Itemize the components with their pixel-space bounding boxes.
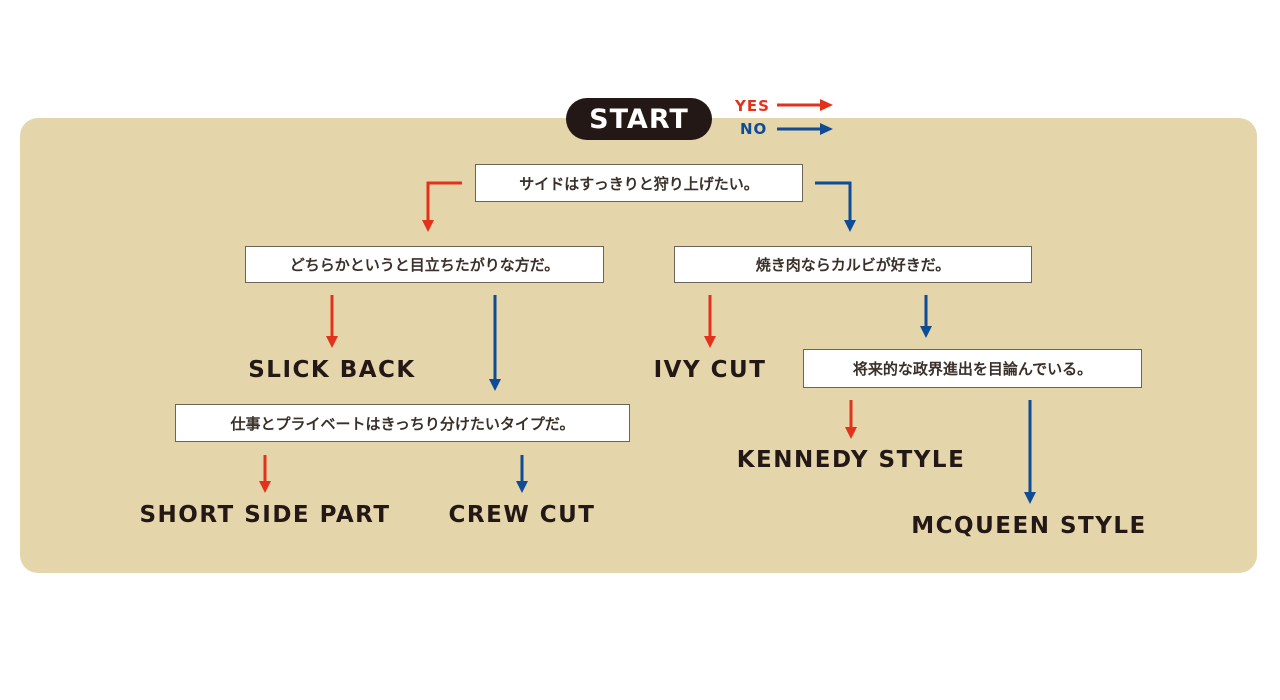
result-mcqueen-style: MCQUEEN STYLE <box>911 513 1147 539</box>
arrow-q3-no <box>516 455 528 493</box>
result-crew-cut: CREW CUT <box>448 502 596 528</box>
result-ivy-cut: IVY CUT <box>653 357 767 383</box>
result-short-side-part: SHORT SIDE PART <box>139 502 391 528</box>
result-slick-back: SLICK BACK <box>248 357 416 383</box>
arrow-q3-yes <box>259 455 271 493</box>
arrow-q1-yes <box>422 181 462 232</box>
arrow-q4-no <box>1024 400 1036 504</box>
start-label: START <box>566 98 712 140</box>
arrow-q2-yes-no <box>489 295 501 391</box>
arrow-q2-no-no <box>920 295 932 338</box>
legend-no-label: NO <box>740 120 768 138</box>
arrow-q4-yes <box>845 400 857 439</box>
question-kalbi: 焼き肉ならカルビが好きだ。 <box>674 246 1032 283</box>
question-work-life: 仕事とプライベートはきっちり分けたいタイプだ。 <box>175 404 630 442</box>
legend-no-arrow <box>777 123 833 135</box>
result-kennedy-style: KENNEDY STYLE <box>736 447 966 473</box>
question-show-off: どちらかというと目立ちたがりな方だ。 <box>245 246 604 283</box>
arrow-q2-no-yes <box>704 295 716 348</box>
question-sides-short: サイドはすっきりと狩り上げたい。 <box>475 164 803 202</box>
legend-yes-arrow <box>777 99 833 111</box>
arrow-q2-yes-yes <box>326 295 338 348</box>
legend-yes-label: YES <box>735 97 770 115</box>
arrow-q1-no <box>815 181 856 232</box>
question-politics: 将来的な政界進出を目論んでいる。 <box>803 349 1142 388</box>
